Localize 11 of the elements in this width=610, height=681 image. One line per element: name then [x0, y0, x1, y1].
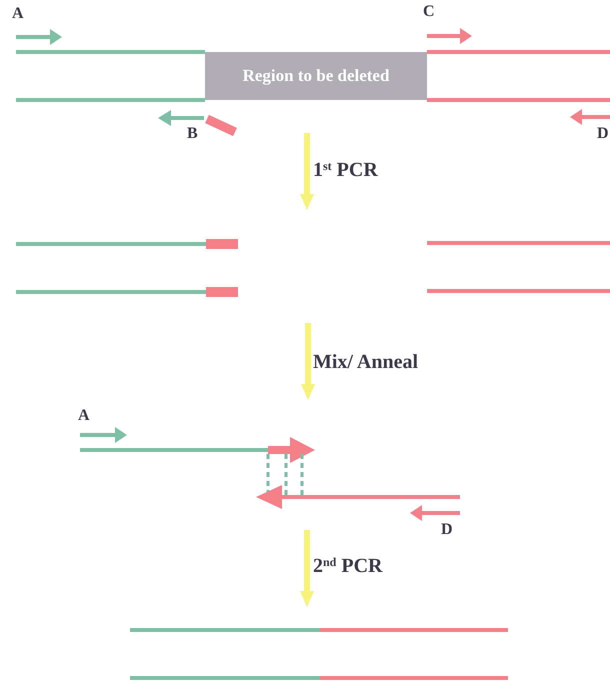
step-label: 2$^{nd}$ PCR [313, 556, 382, 576]
deletion-region-box [205, 52, 427, 100]
step-label: Mix/ Anneal [313, 352, 418, 372]
primer-label: A [12, 6, 24, 22]
primer-label: D [441, 522, 453, 538]
primer-label: D [597, 126, 609, 142]
primer-label: B [187, 126, 198, 142]
primer-label: C [423, 4, 435, 20]
primer-label: A [78, 408, 90, 424]
step-label: 1$^{st}$ PCR [313, 160, 378, 180]
region-label: Region to be deleted [242, 65, 390, 88]
